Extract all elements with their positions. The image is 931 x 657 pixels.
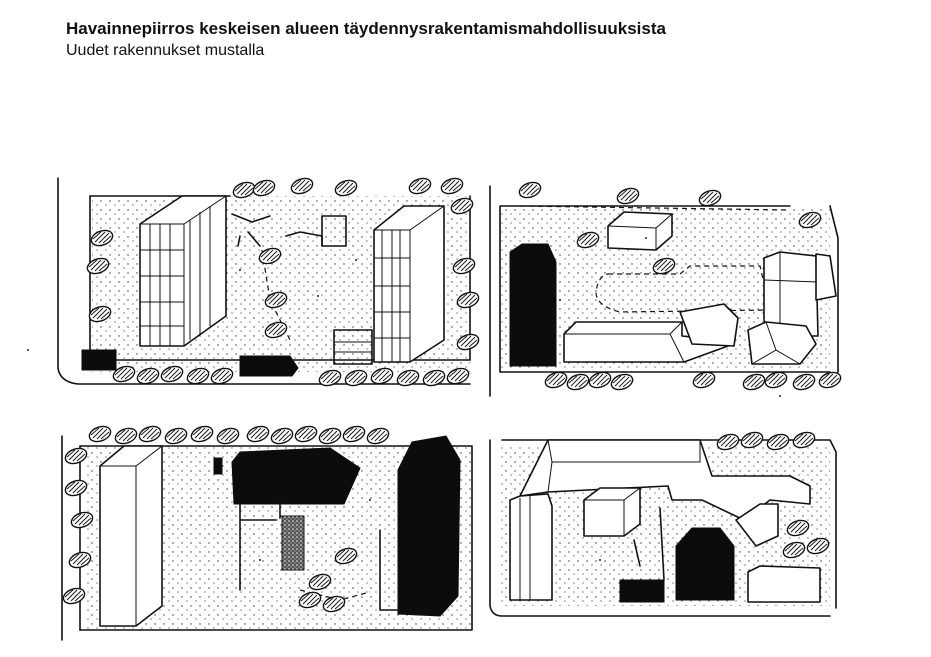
new-building xyxy=(239,355,299,377)
new-building xyxy=(81,349,117,371)
page-subtitle: Uudet rakennukset mustalla xyxy=(66,42,265,59)
panel-top-left xyxy=(57,174,482,390)
new-building xyxy=(231,447,361,505)
new-building xyxy=(397,435,461,617)
new-building xyxy=(213,457,223,475)
new-building xyxy=(509,243,557,367)
ground-stipple xyxy=(27,237,781,561)
panel-top-right xyxy=(489,178,844,397)
new-building xyxy=(619,579,665,603)
new-building-textured xyxy=(281,515,305,571)
panel-bottom-right xyxy=(489,428,837,617)
new-building xyxy=(675,527,735,601)
panel-bottom-left xyxy=(60,422,473,641)
page-title: Havainnepiirros keskeisen alueen täydenn… xyxy=(66,19,666,38)
